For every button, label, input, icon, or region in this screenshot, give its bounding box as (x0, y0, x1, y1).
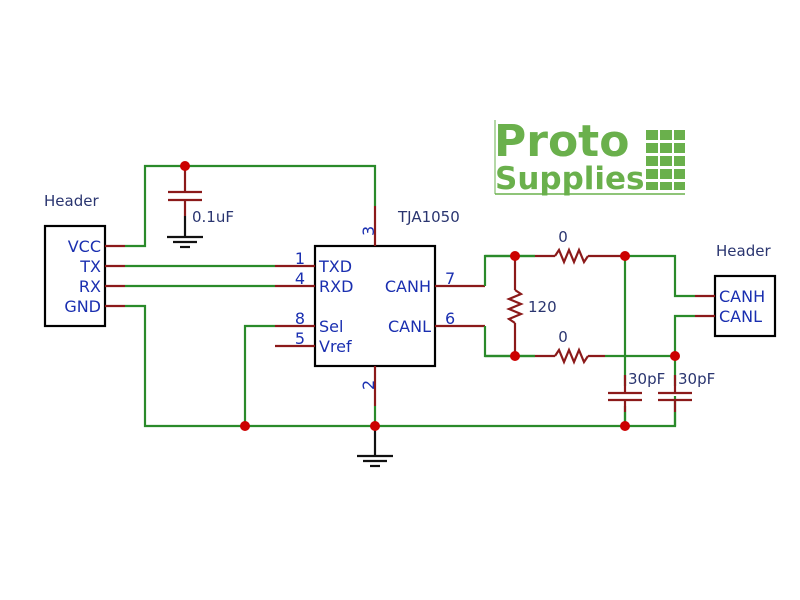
series-resistor-canh: 0 (535, 228, 625, 265)
capacitor-canh: 30pF (608, 370, 665, 412)
ic-name: TJA1050 (397, 208, 460, 226)
junction-dot (240, 421, 250, 431)
sel-net (243, 324, 275, 426)
left-header-pin-gnd: GND (64, 297, 101, 316)
ic-pin2-number: 2 (359, 380, 378, 390)
termination-resistor-value: 120 (528, 298, 557, 316)
ground-icon (357, 454, 393, 468)
vcc-net (125, 164, 377, 248)
capacitor-canh-value: 30pF (628, 370, 665, 388)
junction-dot (180, 161, 190, 171)
canl-net (483, 326, 535, 358)
junction-dot (670, 351, 680, 361)
series-resistor-canl: 0 (535, 328, 605, 365)
ground-icon (167, 235, 203, 249)
termination-resistor: 120 (506, 256, 557, 356)
decoupling-capacitor: 0.1uF (167, 166, 234, 249)
series-resistor-canh-value: 0 (558, 228, 568, 246)
left-header-connector (43, 224, 107, 328)
decoupling-cap-value: 0.1uF (192, 208, 234, 226)
junction-dot (510, 351, 520, 361)
ic-pin-txd: TXD (318, 257, 352, 276)
right-header-title: Header (716, 242, 771, 260)
left-header-pin-rx: RX (79, 277, 101, 296)
left-header-pin-tx: TX (79, 257, 101, 276)
logo-line1: Proto (494, 116, 629, 167)
ic-pin-rxd: RXD (319, 277, 353, 296)
protosupplies-logo: Proto Supplies (494, 116, 685, 197)
canh-net (483, 254, 535, 286)
left-header-title: Header (44, 192, 99, 210)
junction-dot (370, 421, 380, 431)
ic-pin4-number: 4 (295, 269, 305, 288)
right-header-pin-canl: CANL (719, 307, 762, 326)
logo-line2: Supplies (495, 161, 645, 197)
right-header-connector (713, 274, 777, 338)
junction-dot (620, 421, 630, 431)
ic-pin6-number: 6 (445, 309, 455, 328)
left-header-pin-vcc: VCC (68, 237, 101, 256)
junction-dot (620, 251, 630, 261)
right-header-pin-canh: CANH (719, 287, 765, 306)
logo-grid-icon (646, 130, 685, 190)
tja1050-ic (313, 244, 437, 368)
junction-dot (510, 251, 520, 261)
ic-pin3-number: 3 (359, 226, 378, 236)
ic-pin5-number: 5 (295, 329, 305, 348)
ic-pin7-number: 7 (445, 269, 455, 288)
ic-pin8-number: 8 (295, 309, 305, 328)
ic-pin1-number: 1 (295, 249, 305, 268)
series-resistor-canl-value: 0 (558, 328, 568, 346)
capacitor-canl: 30pF (658, 370, 715, 412)
ic-pin-vref: Vref (319, 337, 352, 356)
ic-pin-canh: CANH (385, 277, 431, 296)
junctions (180, 161, 680, 431)
ic-pin-sel: Sel (319, 317, 343, 336)
ic-pin-canl: CANL (388, 317, 431, 336)
capacitor-canl-value: 30pF (678, 370, 715, 388)
